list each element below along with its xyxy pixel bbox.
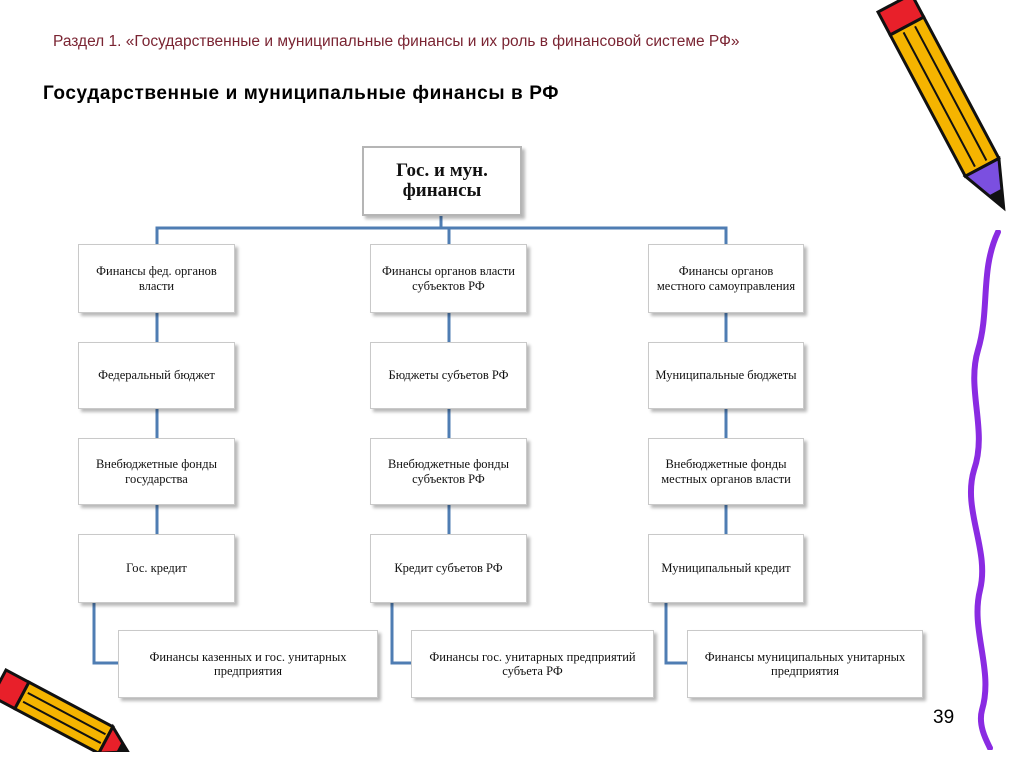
node-regional-enterprises: Финансы гос. унитарных предприятий субъе… [411,630,654,698]
node-municipal-budgets: Муниципальные бюджеты [648,342,804,409]
node-municipal-enterprises: Финансы муниципальных унитарных предприя… [687,630,923,698]
pencil-icon [0,667,131,752]
pencil-icon [875,0,1006,212]
node-regional-finances: Финансы органов власти субъектов РФ [370,244,527,313]
node-federal-budget: Федеральный бюджет [78,342,235,409]
squiggle-line [967,230,1001,750]
node-regional-credit: Кредит субъетов РФ [370,534,527,603]
node-local-offbudget-funds: Внебюджетные фонды местных органов власт… [648,438,804,505]
node-municipal-credit: Муниципальный кредит [648,534,804,603]
node-regional-budgets: Бюджеты субъетов РФ [370,342,527,409]
node-federal-finances: Финансы фед. органов власти [78,244,235,313]
diagram-root-node: Гос. и мун. финансы [362,146,522,216]
node-state-enterprises: Финансы казенных и гос. унитарных предпр… [118,630,378,698]
section-header: Раздел 1. «Государственные и муниципальн… [53,33,740,50]
node-regional-offbudget-funds: Внебюджетные фонды субъектов РФ [370,438,527,505]
node-local-finances: Финансы органов местного самоуправления [648,244,804,313]
node-state-offbudget-funds: Внебюджетные фонды государства [78,438,235,505]
node-state-credit: Гос. кредит [78,534,235,603]
slide-title: Государственные и муниципальные финансы … [43,83,560,104]
slide-number: 39 [933,707,955,728]
